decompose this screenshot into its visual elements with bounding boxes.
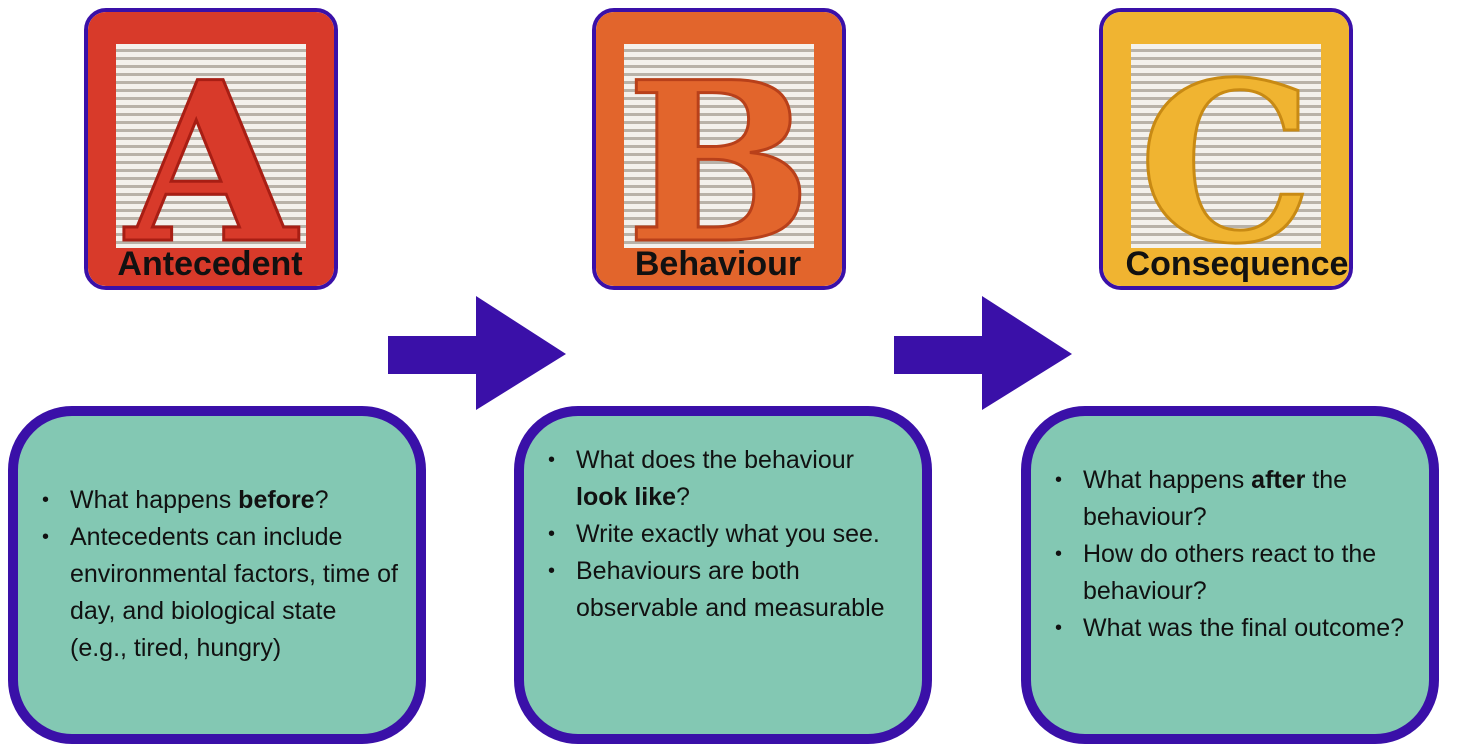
info-box-antecedent: What happens before? Antecedents can inc… [8, 406, 426, 744]
bullet-list: What happens after the behaviour? How do… [1031, 462, 1411, 647]
block-letter-a: A [124, 33, 300, 286]
list-item: What happens after the behaviour? [1055, 462, 1411, 536]
list-item: How do others react to the behaviour? [1055, 536, 1411, 610]
block-letter-b: B [626, 33, 812, 286]
list-item: Antecedents can include environmental fa… [42, 519, 398, 667]
bullet-list: What happens before? Antecedents can inc… [18, 482, 398, 667]
heading-antecedent: Antecedent [117, 245, 303, 283]
block-letter-c: C [1138, 33, 1313, 286]
letter-block-a: A [84, 8, 338, 290]
info-box-behaviour: What does the behaviour look like? Write… [514, 406, 932, 744]
arrow-right-icon [388, 296, 566, 410]
list-item: Write exactly what you see. [548, 516, 904, 553]
list-item: What does the behaviour look like? [548, 442, 904, 516]
arrow-right-icon [894, 296, 1072, 410]
info-box-consequence: What happens after the behaviour? How do… [1021, 406, 1439, 744]
bullet-list: What does the behaviour look like? Write… [524, 442, 904, 627]
letter-block-c: C [1099, 8, 1353, 290]
heading-consequence: Consequence [1125, 245, 1349, 283]
list-item: Behaviours are both observable and measu… [548, 553, 904, 627]
list-item: What happens before? [42, 482, 398, 519]
heading-behaviour: Behaviour [634, 245, 802, 283]
letter-block-b: B [592, 8, 846, 290]
list-item: What was the final outcome? [1055, 610, 1411, 647]
